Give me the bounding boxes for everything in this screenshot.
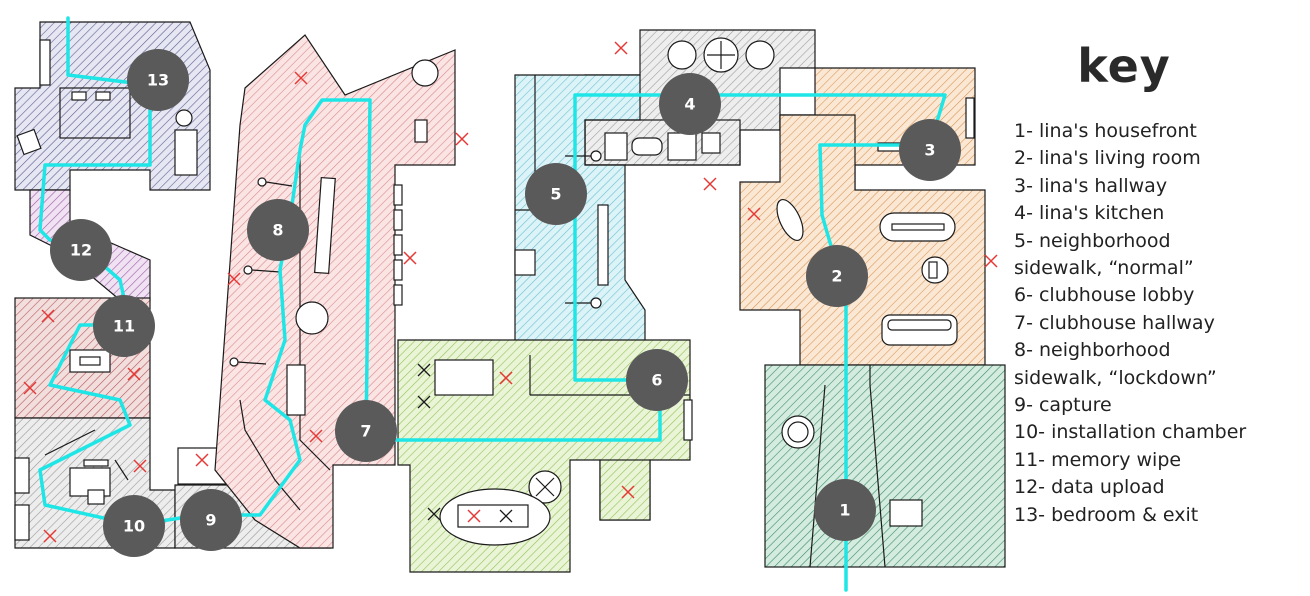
svg-text:11: 11 xyxy=(113,317,135,336)
marker-1: 1 xyxy=(814,479,876,541)
svg-text:1: 1 xyxy=(839,501,850,520)
hazard-x xyxy=(41,309,55,323)
hazard-x xyxy=(43,529,57,543)
rooms xyxy=(14,21,1006,573)
legend-item: 3- lina's hallway xyxy=(1014,174,1168,197)
furniture xyxy=(14,37,975,568)
hazard-x xyxy=(227,272,241,286)
svg-text:4: 4 xyxy=(684,95,695,114)
svg-text:13: 13 xyxy=(147,71,169,90)
marker-7: 7 xyxy=(335,400,397,462)
legend-item: 7- clubhouse hallway xyxy=(1014,311,1215,334)
marker-11: 11 xyxy=(93,295,155,357)
hazard-x xyxy=(984,254,998,268)
floor-x-marks xyxy=(417,363,513,523)
hazard-x xyxy=(309,429,323,443)
legend-item: sidewalk, “normal” xyxy=(1014,257,1194,280)
legend-item: 2- lina's living room xyxy=(1014,147,1201,170)
svg-text:5: 5 xyxy=(550,185,561,204)
room-sidewalk-lockdown xyxy=(214,34,456,549)
hazard-marks xyxy=(23,41,998,543)
legend-item: 1- lina's housefront xyxy=(1014,120,1197,142)
svg-text:2: 2 xyxy=(831,267,842,286)
svg-text:9: 9 xyxy=(205,511,216,530)
hazard-x xyxy=(455,132,469,146)
marker-13: 13 xyxy=(127,49,189,111)
svg-text:6: 6 xyxy=(651,371,662,390)
legend-item: 6- clubhouse lobby xyxy=(1014,284,1195,307)
legend-item: 10- installation chamber xyxy=(1014,421,1247,444)
legend-item: sidewalk, “lockdown” xyxy=(1014,366,1217,389)
hazard-x xyxy=(621,485,635,499)
marker-9: 9 xyxy=(180,489,242,551)
route-path xyxy=(38,16,947,592)
hazard-x xyxy=(467,509,481,523)
legend-item: 11- memory wipe xyxy=(1014,448,1182,471)
hazard-x xyxy=(127,367,141,381)
map-legend: key 1- lina's housefront 2- lina's livin… xyxy=(1014,38,1308,529)
marker-12: 12 xyxy=(50,219,112,281)
marker-8: 8 xyxy=(247,199,309,261)
svg-text:7: 7 xyxy=(360,422,371,441)
legend-item: 13- bedroom & exit xyxy=(1014,503,1199,526)
legend-item: 4- lina's kitchen xyxy=(1014,202,1165,225)
hazard-x xyxy=(499,371,513,385)
floor-plan-map: 1 2 3 4 5 6 7 8 9 10 11 12 13 xyxy=(14,16,1006,592)
marker-3: 3 xyxy=(899,119,961,181)
hazard-x xyxy=(747,207,761,221)
hazard-x xyxy=(23,381,37,395)
marker-10: 10 xyxy=(103,495,165,557)
marker-5: 5 xyxy=(525,163,587,225)
legend-item: 5- neighborhood xyxy=(1014,229,1171,252)
legend-item: 8- neighborhood xyxy=(1014,339,1171,362)
hazard-x xyxy=(614,41,628,55)
svg-text:3: 3 xyxy=(924,141,935,160)
legend-item: 12- data upload xyxy=(1014,476,1165,499)
hazard-x xyxy=(195,453,209,467)
marker-2: 2 xyxy=(806,245,868,307)
marker-6: 6 xyxy=(626,349,688,411)
hazard-x xyxy=(294,71,308,85)
room-housefront xyxy=(764,364,1006,568)
legend-list: 1- lina's housefront 2- lina's living ro… xyxy=(1014,118,1308,529)
svg-text:12: 12 xyxy=(70,241,92,260)
route-markers: 1 2 3 4 5 6 7 8 9 10 11 12 13 xyxy=(50,49,961,557)
svg-text:10: 10 xyxy=(123,517,145,536)
legend-item: 9- capture xyxy=(1014,394,1112,417)
hazard-x xyxy=(133,459,147,473)
svg-text:8: 8 xyxy=(272,221,283,240)
hazard-x xyxy=(403,251,417,265)
marker-4: 4 xyxy=(659,73,721,135)
hazard-x xyxy=(703,177,717,191)
legend-title: key xyxy=(1077,39,1171,93)
